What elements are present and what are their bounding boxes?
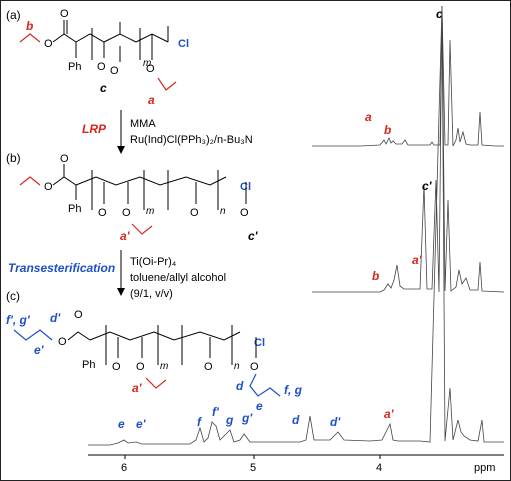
o-a4: O	[110, 65, 119, 77]
label-d-c2: d	[236, 379, 244, 393]
axis-unit: ppm	[474, 462, 495, 474]
spec-a-b: b	[384, 123, 391, 137]
o-c6: O	[250, 361, 259, 373]
spec-c-a: a'	[384, 407, 395, 421]
arrow-1-head	[117, 146, 125, 154]
structure-c: f', g' d' e' O O Ph m n Cl O O a' O O d …	[6, 309, 303, 413]
reagent-ratio: (9/1, v/v)	[130, 288, 173, 300]
tick-label-4: 4	[376, 462, 382, 474]
label-c-a: c	[100, 81, 107, 95]
m-c: m	[160, 361, 168, 372]
panel-label-c: (c)	[6, 289, 20, 303]
spec-c-f: f	[197, 415, 202, 429]
spec-a-a: a	[365, 110, 372, 124]
spectrum-b	[312, 5, 505, 293]
o-b5: O	[190, 207, 199, 219]
spec-b-a: a'	[412, 253, 423, 267]
backbone-c1	[67, 331, 91, 341]
m-a: m	[143, 58, 151, 69]
panel-label-b: (b)	[6, 151, 21, 165]
o-b1: O	[44, 181, 53, 193]
ph-b: Ph	[68, 203, 81, 215]
spec-c-f2: f'	[212, 405, 220, 419]
structure-b: O O Ph m n Cl O O a' O O c'	[19, 153, 259, 243]
o-b2: O	[60, 153, 69, 165]
cl-a: Cl	[178, 38, 189, 50]
spec-c-g2: g'	[241, 411, 253, 425]
allyl-c2	[249, 373, 281, 397]
reagent-mma: MMA	[130, 118, 156, 130]
spectrum-c	[88, 5, 504, 446]
label-fg-c2: f, g	[284, 383, 303, 397]
spec-c-d: d	[292, 413, 300, 427]
structure-a: b O O Ph m O O c Cl O a	[19, 8, 189, 107]
ph-a: Ph	[68, 61, 81, 73]
reagent-ru: Ru(Ind)Cl(PPh₃)₂/n-Bu₃N	[130, 134, 253, 146]
cl-c: Cl	[254, 337, 265, 349]
label-b-a: b	[26, 19, 33, 33]
o-c1: O	[58, 336, 67, 348]
method-lrp: LRP	[82, 122, 107, 136]
ethyl-c2	[145, 377, 167, 389]
ethyl-bond	[19, 33, 41, 43]
label-fg-c: f', g'	[6, 313, 31, 327]
o-a5: O	[146, 63, 155, 75]
arrow-2-head	[117, 288, 125, 296]
label-e-c2: e	[256, 399, 263, 413]
chain-b	[75, 176, 227, 186]
o-c4: O	[136, 361, 145, 373]
chain-c	[89, 331, 241, 341]
o-a1: O	[44, 38, 53, 50]
spec-c-e: e	[118, 417, 125, 431]
o-b6: O	[240, 207, 249, 219]
ethyl-b	[19, 176, 41, 186]
label-c-b: c'	[248, 229, 259, 243]
spec-c-d2: d'	[330, 415, 341, 429]
allyl-c	[13, 329, 53, 341]
spec-c-g: g	[225, 413, 234, 427]
ethyl-a2	[157, 77, 177, 91]
label-d-c: d'	[50, 311, 61, 325]
m-b: m	[146, 206, 154, 217]
spec-b-c: c'	[422, 179, 433, 193]
spec-a-c: c	[436, 7, 443, 21]
spec-b-b: b	[372, 269, 379, 283]
label-a-c: a'	[132, 381, 143, 395]
n-c: n	[234, 361, 240, 372]
ethyl-b2	[131, 223, 153, 235]
label-e-c: e'	[34, 343, 45, 357]
label-a-a: a	[148, 93, 155, 107]
reagent-solvent: toluene/allyl alcohol	[130, 272, 226, 284]
reagent-ti: Ti(Oi-Pr)₄	[130, 256, 177, 268]
o-b4: O	[122, 207, 131, 219]
o-b3: O	[98, 207, 107, 219]
o-c3: O	[112, 361, 121, 373]
n-b: n	[220, 206, 226, 217]
label-a-b: a'	[120, 229, 131, 243]
tick-label-5: 5	[250, 462, 256, 474]
ph-c: Ph	[82, 359, 95, 371]
tick-label-6: 6	[121, 462, 127, 474]
o-c5: O	[204, 361, 213, 373]
spec-c-e2: e'	[136, 417, 147, 431]
method-transesterification: Transesterification	[8, 261, 115, 275]
o-c2: O	[74, 309, 83, 321]
o-a2: O	[60, 8, 69, 20]
panel-label-a: (a)	[6, 8, 21, 22]
o-a3: O	[97, 61, 106, 73]
